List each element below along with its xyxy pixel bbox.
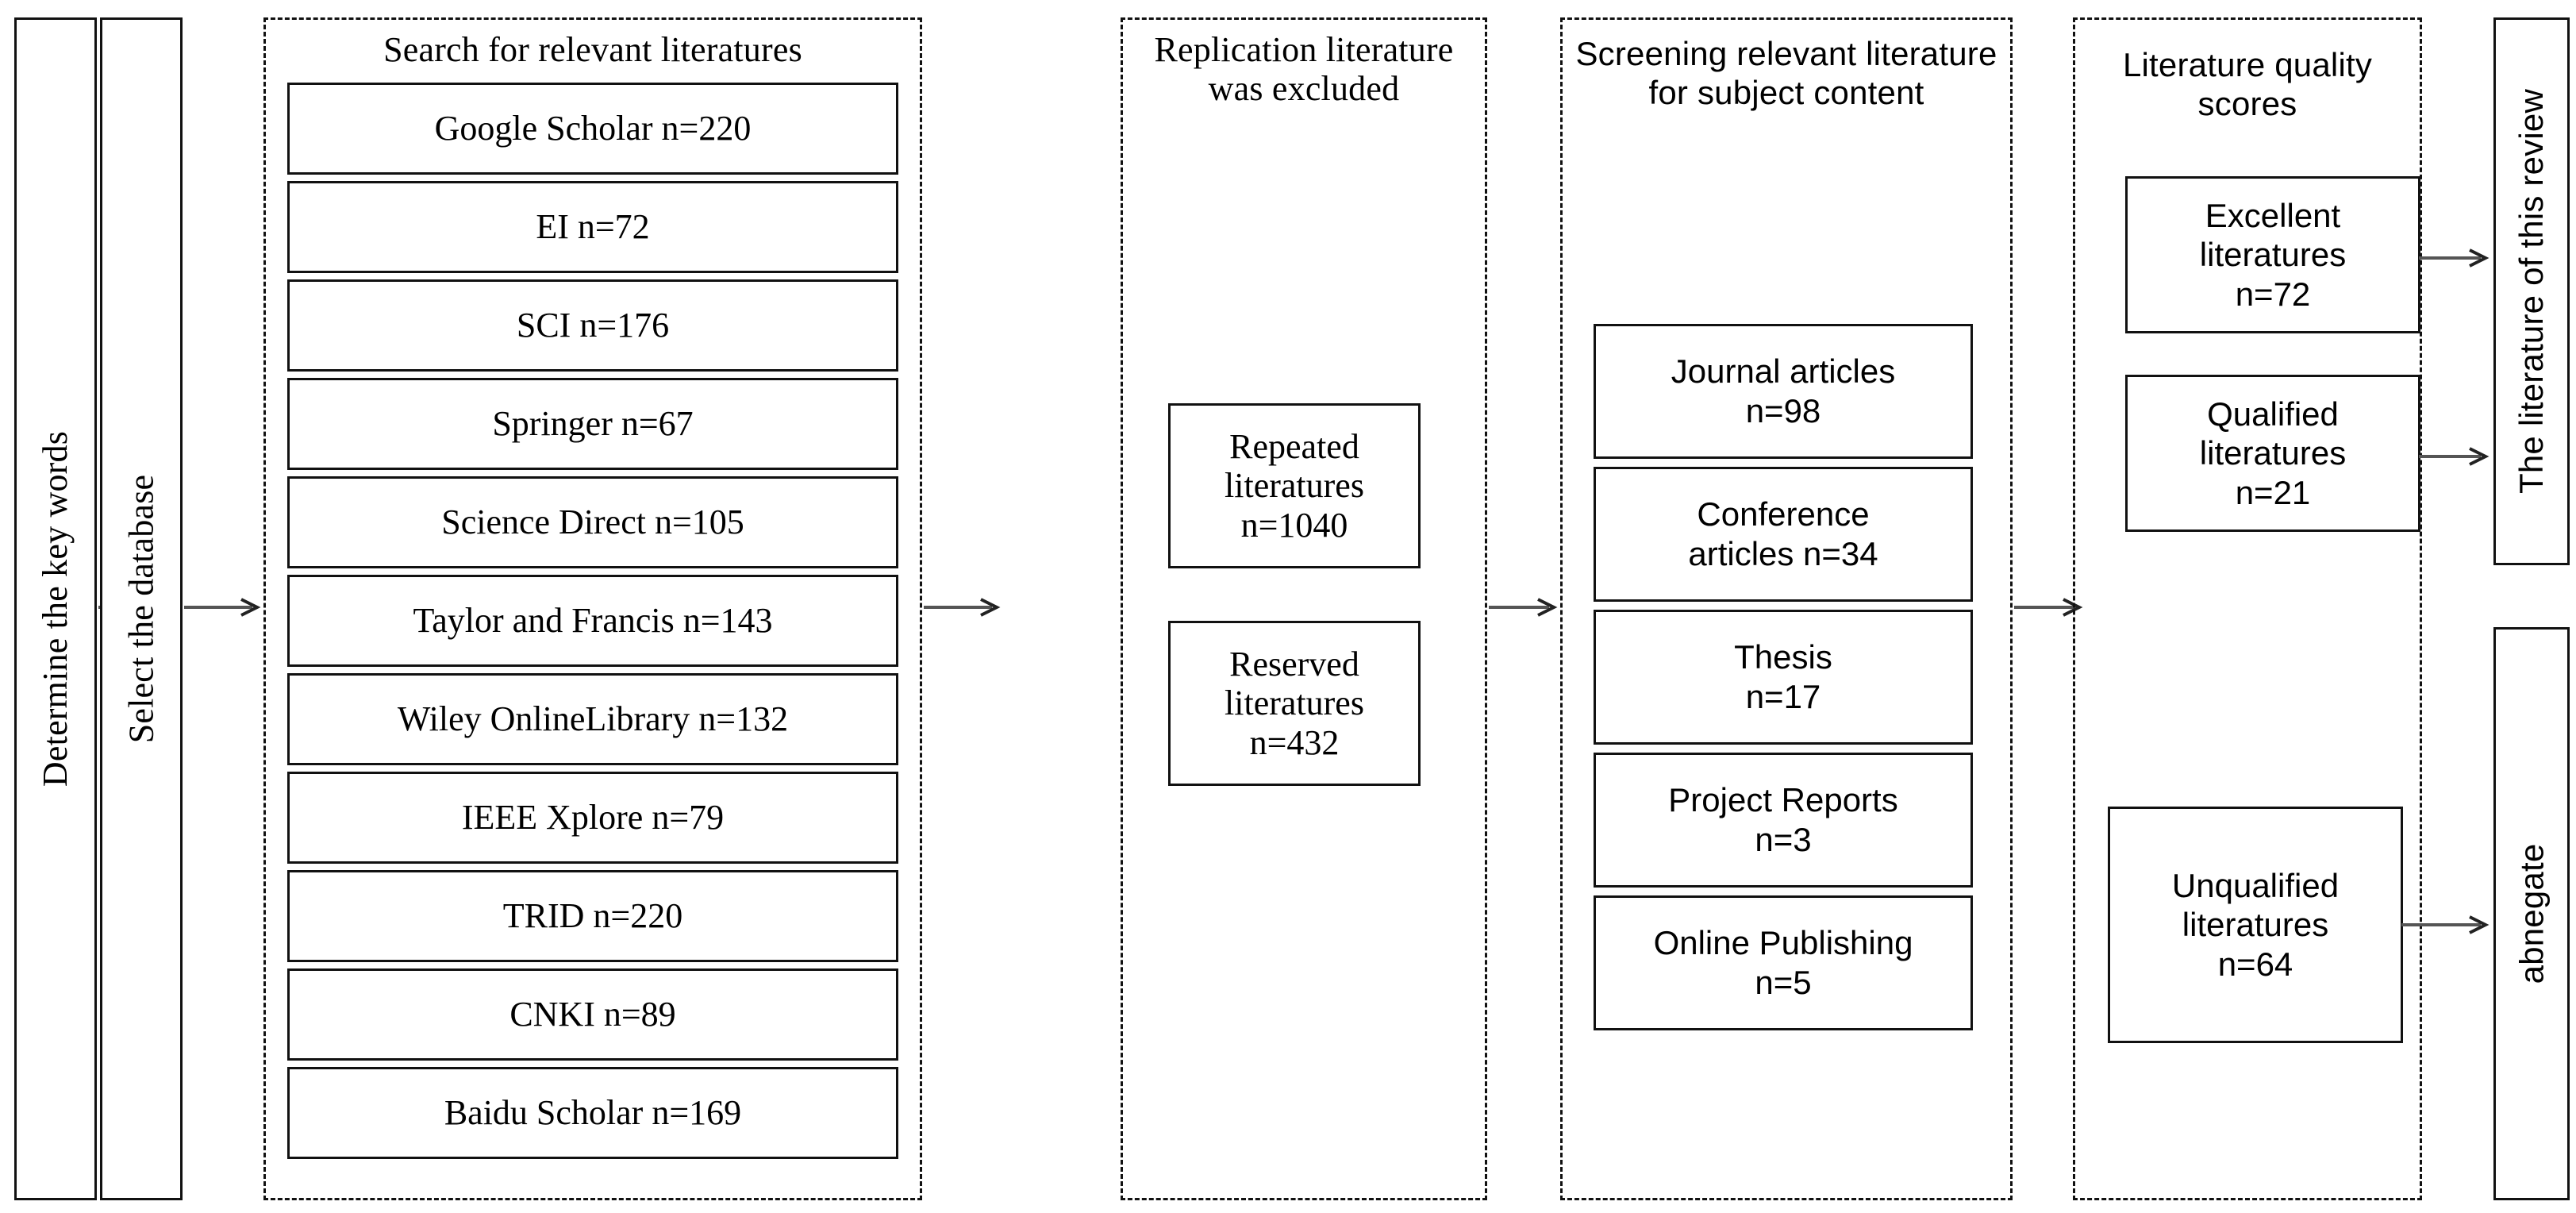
replication-item-repeated-literatures[interactable]: Repeated literatures n=1040 [1168, 403, 1421, 568]
stage-determine-key-words[interactable]: Determine the key words [14, 17, 97, 1200]
search-group-heading: Search for relevant literatures [383, 30, 802, 69]
arrow-select-to-search [184, 597, 263, 618]
replication-group-heading: Replication literature was excluded [1154, 30, 1454, 109]
screening-group-container [1560, 17, 2013, 1200]
replication-group-container [1121, 17, 1487, 1200]
stage-abnegate[interactable]: abnegate [2493, 627, 2570, 1200]
search-group-container [263, 17, 922, 1200]
search-item-trid[interactable]: TRID n=220 [287, 870, 898, 962]
search-item-sci[interactable]: SCI n=176 [287, 279, 898, 372]
search-item-ei[interactable]: EI n=72 [287, 181, 898, 273]
search-item-ieee-xplore[interactable]: IEEE Xplore n=79 [287, 772, 898, 864]
stage-abnegate-label: abnegate [2513, 843, 2550, 984]
quality-group-container [2073, 17, 2422, 1200]
quality-item-unqualified-literatures[interactable]: Unqualified literatures n=64 [2108, 807, 2403, 1043]
arrow-excellent-to-review [2419, 248, 2492, 268]
screening-item-conference-articles[interactable]: Conference articles n=34 [1594, 467, 1973, 602]
quality-group-heading: Literature quality scores [2122, 46, 2373, 122]
screening-group-heading: Screening relevant literature for subjec… [1575, 35, 1997, 111]
search-item-wiley-online-library[interactable]: Wiley OnlineLibrary n=132 [287, 673, 898, 765]
quality-item-excellent-literatures[interactable]: Excellent literatures n=72 [2125, 176, 2420, 333]
replication-item-reserved-literatures[interactable]: Reserved literatures n=432 [1168, 621, 1421, 786]
stage-determine-key-words-label: Determine the key words [36, 430, 75, 787]
arrow-replication-to-screening [1489, 597, 1560, 618]
stage-review-output-label: The literature of this review [2513, 88, 2551, 495]
search-item-springer[interactable]: Springer n=67 [287, 378, 898, 470]
arrow-qualified-to-review [2419, 446, 2492, 467]
screening-item-thesis[interactable]: Thesis n=17 [1594, 610, 1973, 745]
search-item-taylor-and-francis[interactable]: Taylor and Francis n=143 [287, 575, 898, 667]
stage-review-output[interactable]: The literature of this review [2493, 17, 2570, 565]
screening-item-project-reports[interactable]: Project Reports n=3 [1594, 753, 1973, 888]
search-item-google-scholar[interactable]: Google Scholar n=220 [287, 83, 898, 175]
search-item-science-direct[interactable]: Science Direct n=105 [287, 476, 898, 568]
screening-item-online-publishing[interactable]: Online Publishing n=5 [1594, 895, 1973, 1030]
search-item-baidu-scholar[interactable]: Baidu Scholar n=169 [287, 1067, 898, 1159]
quality-item-qualified-literatures[interactable]: Qualified literatures n=21 [2125, 375, 2420, 532]
screening-item-journal-articles[interactable]: Journal articles n=98 [1594, 324, 1973, 459]
search-item-cnki[interactable]: CNKI n=89 [287, 968, 898, 1061]
stage-select-database[interactable]: Select the database [100, 17, 183, 1200]
stage-select-database-label: Select the database [121, 474, 160, 744]
arrow-search-to-replication [924, 597, 1003, 618]
